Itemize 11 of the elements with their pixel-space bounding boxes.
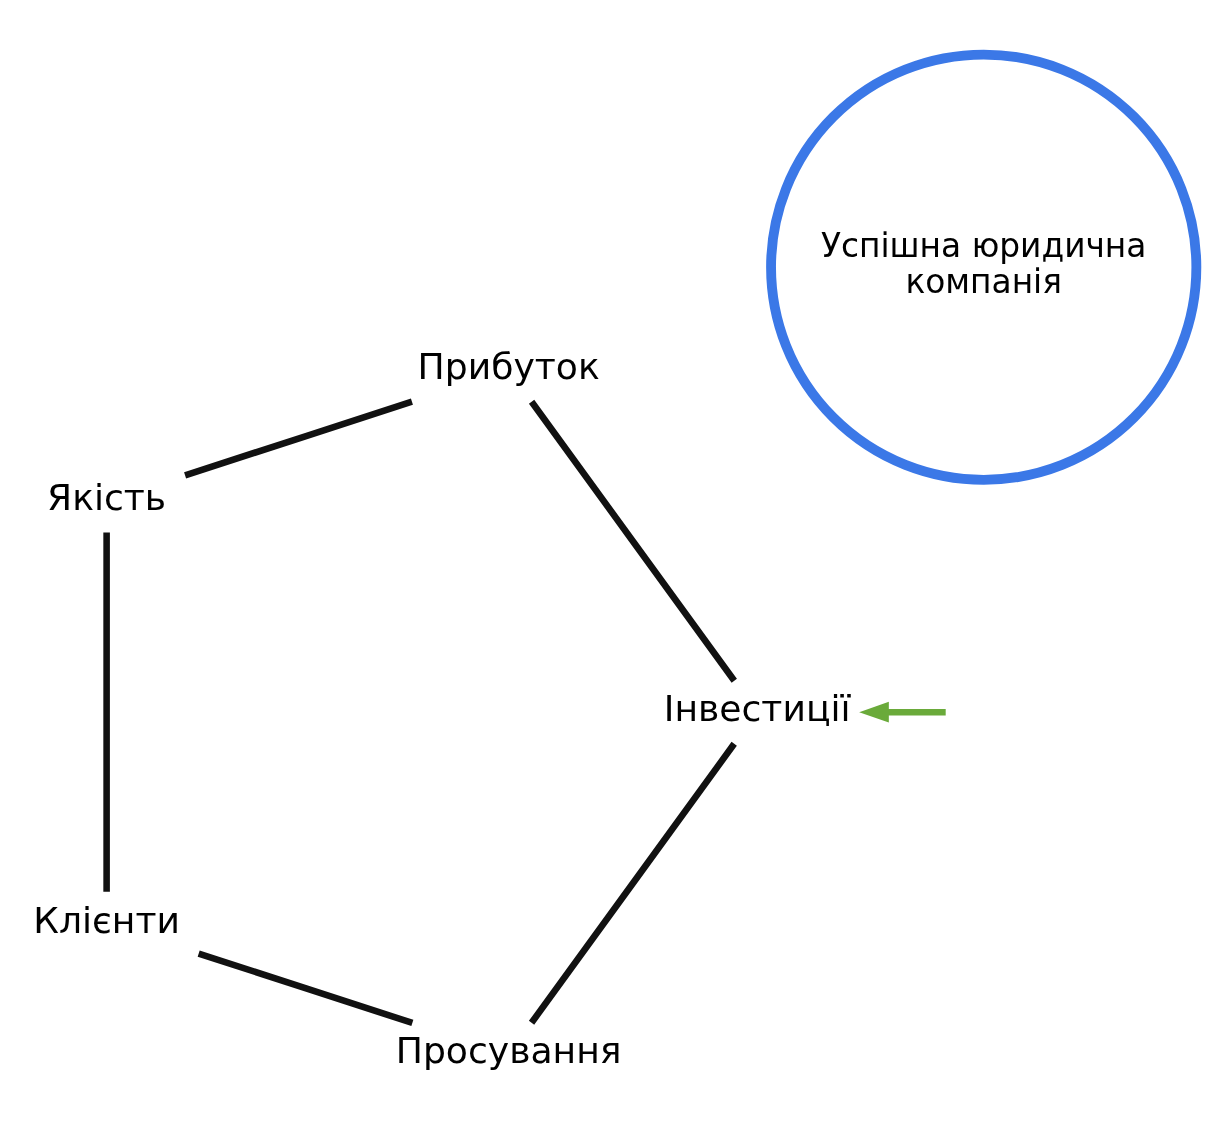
node-circle: Успішна юридична компанія: [766, 49, 1202, 485]
node-text: Просування: [395, 1029, 622, 1073]
connector: [184, 398, 413, 479]
node-text: Інвестиції: [663, 687, 851, 731]
node-text: Клієнти: [33, 898, 180, 942]
connector: [528, 399, 737, 683]
connector: [197, 950, 414, 1027]
arrow: [859, 701, 946, 723]
node-text: Прибуток: [417, 345, 600, 389]
node-text: Якість: [47, 476, 167, 520]
connector: [528, 741, 737, 1025]
